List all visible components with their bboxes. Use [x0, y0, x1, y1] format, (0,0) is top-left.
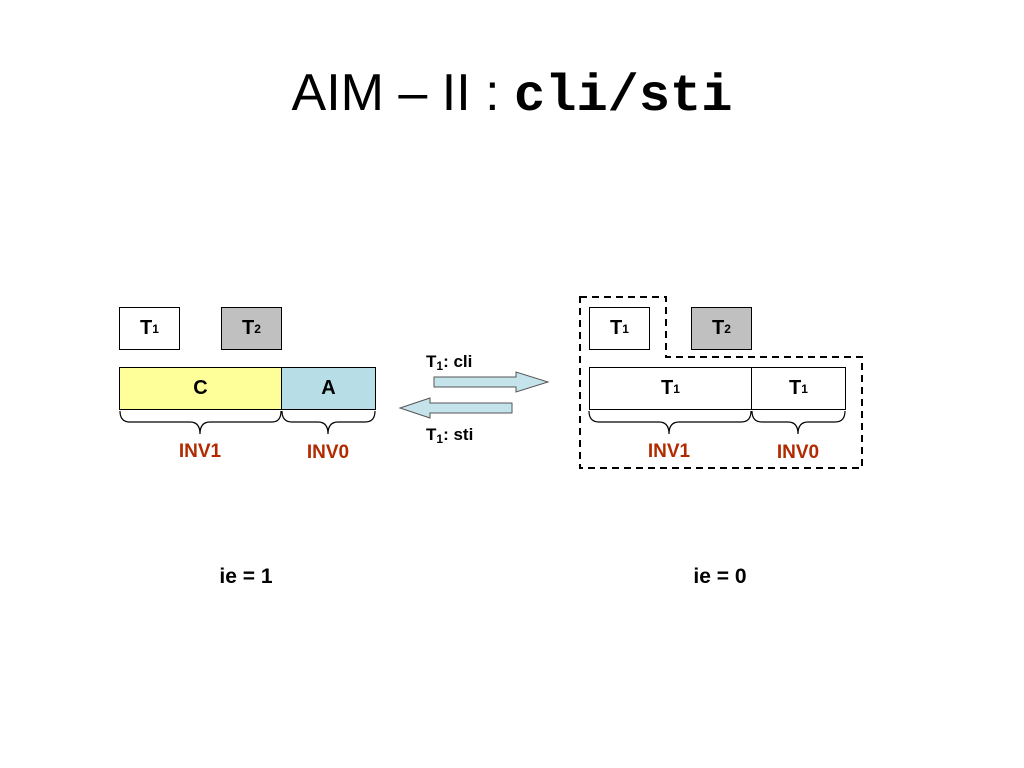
- title-code: cli/sti: [514, 67, 733, 126]
- right-inv1-label: INV1: [647, 441, 691, 462]
- left-inv0-brace: [281, 410, 376, 435]
- sti-arrow-icon: [398, 397, 513, 419]
- cli-transition-label: T1: cli: [426, 352, 473, 373]
- left-ie-label: ie = 1: [219, 565, 273, 588]
- left-inv0-label: INV0: [306, 442, 350, 463]
- right-inv0-label: INV0: [776, 442, 820, 463]
- right-inv1-brace: [588, 410, 752, 435]
- left-inv0-cell: A: [281, 367, 376, 410]
- slide-title: AIM – II : cli/sti: [0, 58, 1024, 138]
- title-text: AIM – II :: [291, 64, 515, 122]
- left-inv1-cell: C: [119, 367, 282, 410]
- right-inv0-brace: [751, 410, 846, 435]
- sti-transition-label: T1: sti: [426, 425, 474, 446]
- left-inv1-label: INV1: [178, 441, 222, 462]
- cli-arrow-icon: [433, 371, 550, 393]
- critical-section-outline: [579, 296, 863, 469]
- right-ie-label: ie = 0: [693, 565, 747, 588]
- left-inv1-brace: [119, 410, 282, 435]
